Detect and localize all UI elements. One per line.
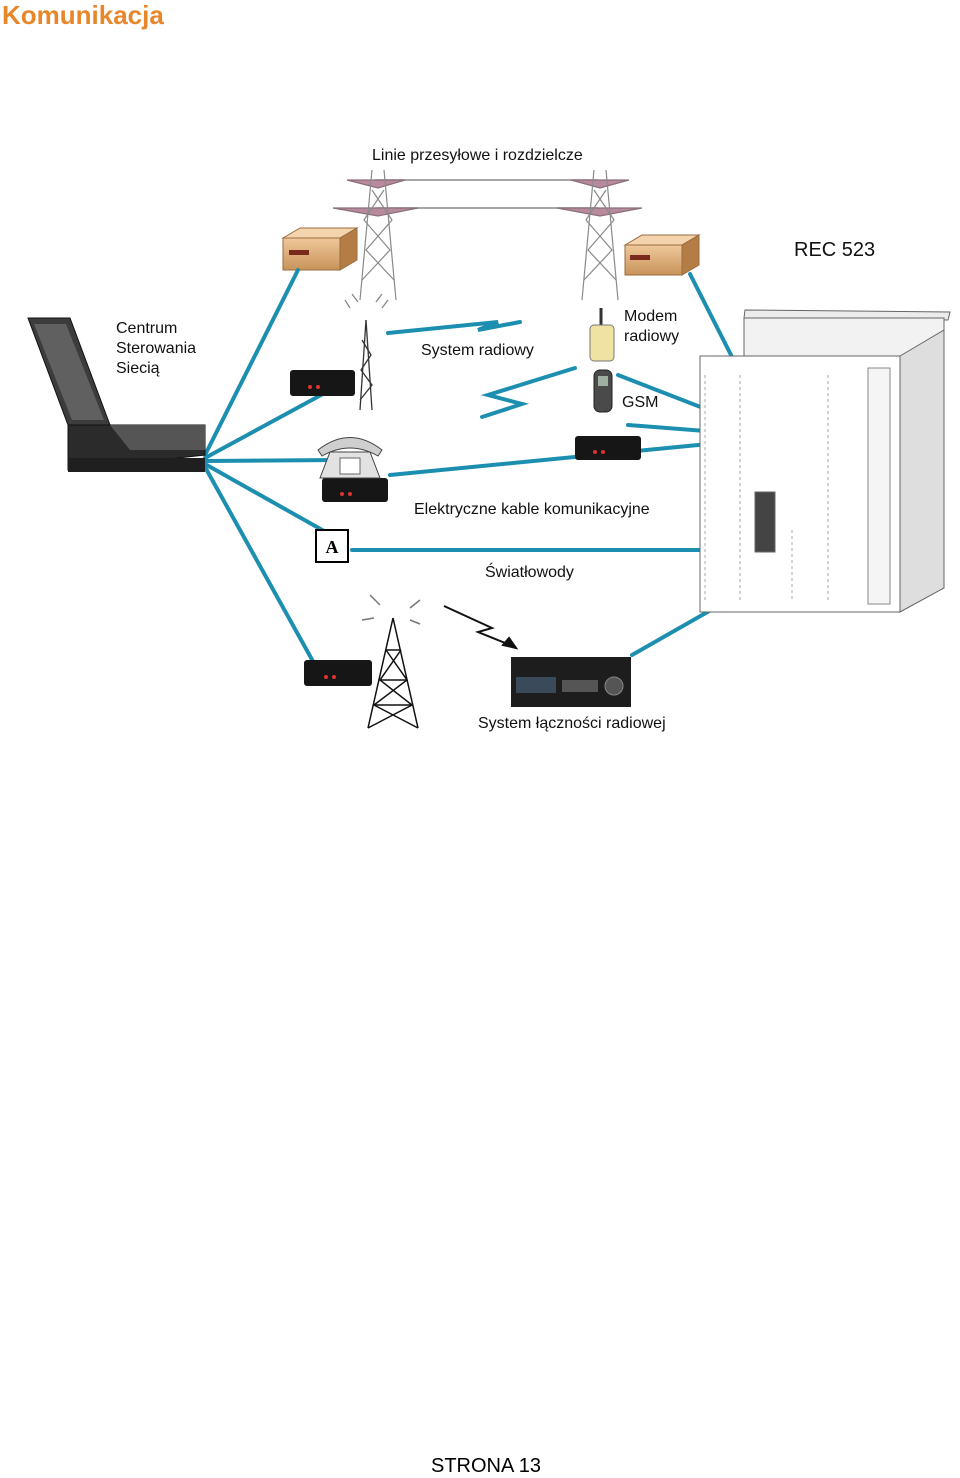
label-device: REC 523: [794, 239, 876, 261]
label-power-lines: Linie przesyłowe i rozdzielcze: [372, 147, 583, 164]
label-control-center-1: Centrum: [116, 320, 178, 337]
radio-tower-icon: [361, 594, 421, 729]
transmission-tower-right-icon: [556, 169, 643, 301]
label-radio-modem-1: Modem: [624, 308, 678, 325]
label-radio-comm-system: System łączności radiowej: [478, 715, 666, 732]
page-title: Komunikacja: [2, 0, 164, 30]
label-optical-fibers: Światłowody: [485, 564, 574, 581]
label-control-center-3: Siecią: [116, 360, 160, 377]
telephone-icon: [317, 437, 383, 479]
modem-icon-2: [322, 478, 388, 502]
antenna-mast-icon: [344, 293, 389, 411]
label-radio-modem-2: radiowy: [624, 328, 680, 345]
modem-icon-3: [575, 436, 641, 460]
fiber-box-icon: A: [315, 529, 349, 563]
rec-box-left-icon: [281, 227, 359, 271]
label-gsm: GSM: [622, 394, 659, 411]
communication-diagram: A: [27, 169, 951, 729]
label-radio-system: System radiowy: [421, 342, 534, 359]
gsm-phone-icon: [593, 369, 613, 413]
radio-receiver-icon: [511, 657, 631, 707]
transmission-tower-left-icon: [332, 169, 419, 301]
power-lines: [375, 179, 598, 209]
page-footer: STRONA 13: [431, 1455, 542, 1477]
label-control-center-2: Sterowania: [116, 340, 197, 357]
rec-box-right-icon: [623, 234, 701, 276]
modem-icon-1: [290, 370, 355, 396]
label-electric-cables: Elektryczne kable komunikacyjne: [414, 501, 650, 518]
laptop-icon: [27, 317, 206, 472]
rec523-cabinet-icon: [699, 309, 951, 613]
radio-modem-icon: [589, 308, 615, 362]
modem-icon-4: [304, 660, 372, 686]
svg-text:A: A: [326, 537, 339, 557]
radio-signal-arrow-icon: [443, 605, 519, 650]
